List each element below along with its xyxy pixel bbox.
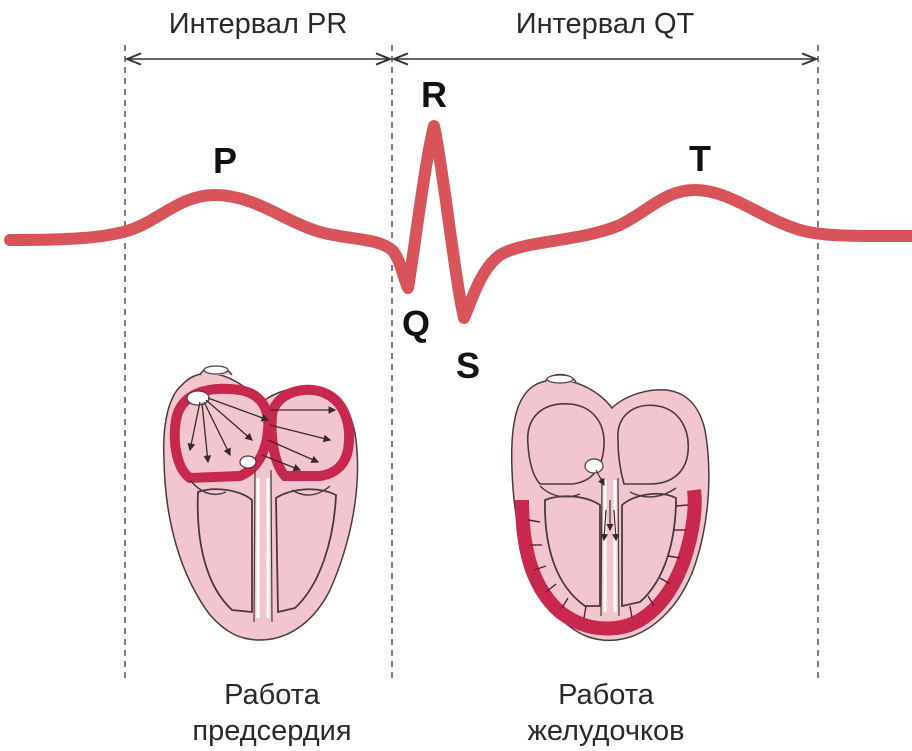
s-wave-label: S <box>456 345 480 387</box>
ecg-trace <box>10 126 912 318</box>
pr-interval-label: Интервал PR <box>169 8 348 41</box>
heart-atria-active-icon <box>164 366 358 640</box>
ventricles-caption-line-2: желудочков <box>527 713 684 749</box>
q-wave-label: Q <box>402 303 430 345</box>
atria-caption-line-2: предсердия <box>192 713 351 749</box>
ventricles-caption-line-1: Работа <box>527 677 684 713</box>
qt-interval-label: Интервал QT <box>516 8 695 41</box>
atria-caption-line-1: Работа <box>192 677 351 713</box>
heart-ventricles-active-icon <box>512 375 709 641</box>
ventricles-caption: Работа желудочков <box>527 677 684 749</box>
t-wave-label: T <box>689 138 711 180</box>
r-wave-label: R <box>421 74 447 116</box>
p-wave-label: P <box>213 140 237 182</box>
atria-caption: Работа предсердия <box>192 677 351 749</box>
